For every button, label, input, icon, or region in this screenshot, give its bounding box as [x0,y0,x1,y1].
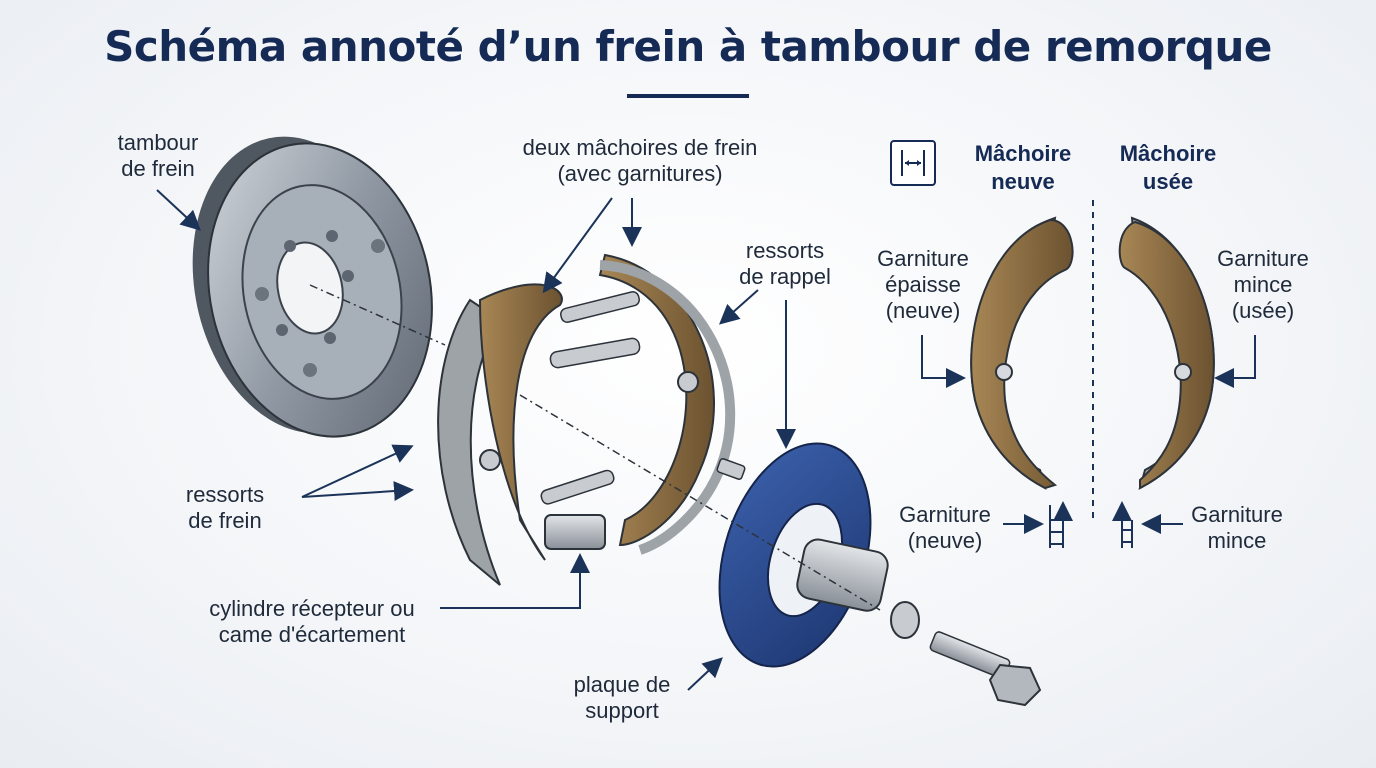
label-lining-new: Garniture(neuve) [899,502,991,553]
new-shoe-illustration [970,216,1074,490]
page-title: Schéma annoté d’un frein à tambour de re… [104,22,1272,71]
brake-drum [192,136,433,438]
worn-shoe-illustration [1118,216,1215,490]
label-brake-shoes: deux mâchoires de frein(avec garnitures) [522,135,758,186]
center-axis-line [309,284,881,611]
thick-lining-gauge [1049,501,1073,548]
thin-lining-gauge [1112,501,1133,548]
annotation-arrows [156,189,1256,691]
backing-plate [718,442,1042,707]
measure-icon [890,140,936,186]
brake-shoe-assembly [437,253,746,586]
title-underline [627,94,749,98]
